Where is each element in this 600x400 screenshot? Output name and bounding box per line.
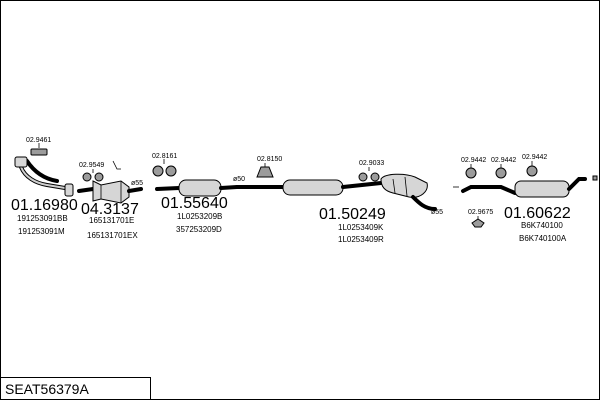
pipe-size-catalytic: ø55 <box>131 180 143 187</box>
front-silencer-group: 02.8161 01.55640 1L0253209B 357253209D <box>152 153 239 234</box>
accessory-label-middle-1: 02.8150 <box>257 156 282 163</box>
catalytic-gasket[interactable]: 02.9549 <box>79 160 121 182</box>
part-number-catalytic: 04.3137 <box>81 201 139 218</box>
accessory-label-rear-3: 02.9442 <box>522 154 547 161</box>
middle-silencer-group: ø50 02.8150 02.9033 ø55 01.50249 1L02534… <box>233 156 443 244</box>
front-pipe-gasket[interactable]: 02.9461 <box>26 137 51 156</box>
code-front-pipe-1: 191253091BB <box>17 214 68 223</box>
middle-silencer-hanger-1[interactable]: 02.8150 <box>256 156 282 178</box>
code-middle-silencer-1: 1L0253409K <box>338 223 384 232</box>
part-number-front-silencer: 01.55640 <box>161 195 228 212</box>
front-pipe-group: 02.9461 01.16980 191253091BB 191253091M <box>11 137 78 236</box>
accessory-label-middle-2: 02.9033 <box>359 160 384 167</box>
code-rear-silencer-1: B6K740100 <box>521 221 563 230</box>
accessory-label-front-pipe-1: 02.9461 <box>26 137 51 144</box>
catalytic-converter-part[interactable] <box>77 180 143 204</box>
front-silencer-part[interactable] <box>155 179 239 197</box>
code-front-silencer-2: 357253209D <box>176 225 222 234</box>
rear-silencer-hanger-2[interactable]: 02.9442 <box>491 157 516 179</box>
front-silencer-hanger[interactable]: 02.8161 <box>152 153 177 177</box>
rear-silencer-hanger-3[interactable]: 02.9442 <box>522 154 547 177</box>
pipe-size-middle-2: ø55 <box>431 209 443 216</box>
pipe-size-middle-1: ø50 <box>233 176 245 183</box>
part-number-middle-silencer: 01.50249 <box>319 206 386 223</box>
code-front-silencer-1: 1L0253209B <box>177 212 222 221</box>
diagram-title: SEAT56379A <box>1 377 151 399</box>
middle-silencer-part[interactable] <box>235 173 437 211</box>
code-middle-silencer-2: 1L0253409R <box>338 235 384 244</box>
code-front-pipe-2: 191253091M <box>18 227 65 236</box>
accessory-label-rear-1: 02.9442 <box>461 157 486 164</box>
accessory-label-front-silencer: 02.8161 <box>152 153 177 160</box>
part-number-rear-silencer: 01.60622 <box>504 205 571 222</box>
accessory-label-rear-4: 02.9675 <box>468 209 493 216</box>
accessory-label-rear-2: 02.9442 <box>491 157 516 164</box>
rear-silencer-part[interactable] <box>453 175 598 198</box>
rear-silencer-clamp[interactable]: 02.9675 <box>468 209 493 228</box>
catalytic-converter-group: 02.9549 ø55 04.3137 165131701E 165131701… <box>77 160 143 240</box>
part-number-front-pipe: 01.16980 <box>11 197 78 214</box>
code-catalytic-2: 165131701EX <box>87 231 138 240</box>
code-catalytic-1: 165131701E <box>89 216 134 225</box>
rear-silencer-hanger-1[interactable]: 02.9442 <box>461 157 486 179</box>
middle-silencer-hanger-2[interactable]: 02.9033 <box>358 160 384 182</box>
rear-silencer-group: 02.9442 02.9442 02.9442 02.9675 01.60622… <box>453 154 598 243</box>
code-rear-silencer-2: B6K740100A <box>519 234 567 243</box>
accessory-label-catalytic: 02.9549 <box>79 162 104 169</box>
front-pipe-part[interactable] <box>14 156 74 197</box>
